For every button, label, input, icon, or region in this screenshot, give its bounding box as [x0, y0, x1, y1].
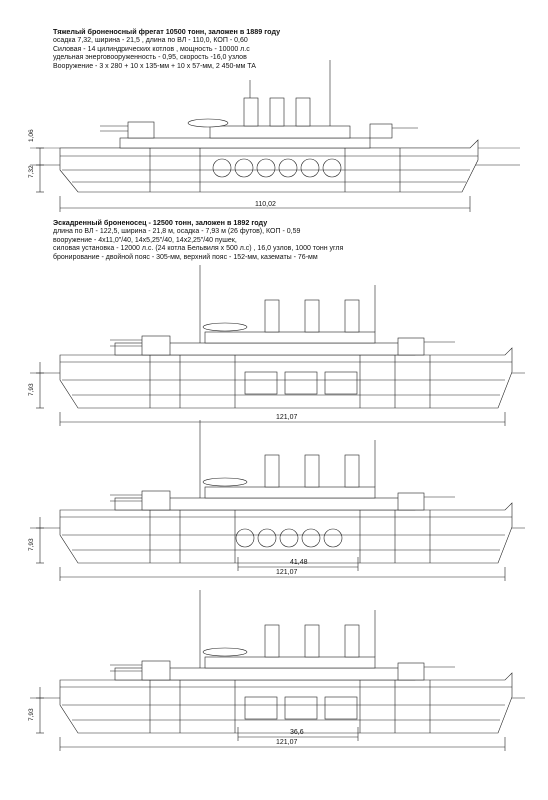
boiler [284, 696, 318, 720]
boat [202, 477, 248, 487]
ship2-spec-line: длина по ВЛ - 122,5, ширина - 21,8 м, ос… [53, 228, 301, 235]
boiler [244, 696, 278, 720]
ship2-title: Эскадренный броненосец - 12500 тонн, зал… [53, 218, 268, 227]
funnel [304, 454, 320, 488]
variant-drawing: 121,07 7,93 36,6 [28, 590, 525, 751]
ship2-spec-line: силовая установка - 12000 л.с. (24 котла… [53, 245, 344, 252]
boiler [244, 371, 278, 395]
variant-draft-label: 7,93 [28, 708, 35, 721]
ship2-spec-line: бронирование - двойной пояс - 305-мм, ве… [53, 253, 318, 261]
funnel [344, 624, 360, 658]
fore-turret [141, 660, 171, 681]
ship1-length-label: 110,02 [255, 201, 276, 208]
boiler [279, 528, 299, 548]
ship2-spec-line: вооружение - 4x11,0"/40, 14x5,25"/40, 14… [53, 236, 237, 244]
ship1-freeboard-label: 1,06 [28, 129, 35, 142]
fore-turret [141, 335, 171, 356]
ship1-title: Тяжелый броненосный фрегат 10500 тонн, з… [53, 27, 281, 36]
variant-inner-length-label: 41,48 [290, 559, 308, 566]
funnel [264, 624, 280, 658]
boiler [235, 528, 255, 548]
boiler [257, 528, 277, 548]
boat [202, 322, 248, 332]
ship1-spec-line: осадка 7,32, ширина - 21,5 , длина по ВЛ… [53, 37, 248, 44]
funnel [264, 299, 280, 333]
funnel [344, 454, 360, 488]
boiler [323, 528, 343, 548]
variant-inner-length-label: 36,6 [290, 729, 304, 736]
variant-draft-label: 7,93 [28, 383, 35, 396]
variant-drawing: 121,07 7,93 41,48 [28, 420, 525, 581]
variant-length-label: 121,07 [276, 414, 298, 421]
ship1-draft-label: 7,32 [28, 165, 35, 178]
funnel [304, 299, 320, 333]
boiler [324, 696, 358, 720]
funnel [344, 299, 360, 333]
variant-draft-label: 7,93 [28, 538, 35, 551]
aft-turret [397, 492, 425, 511]
variant-length-label: 121,07 [276, 569, 298, 576]
aft-turret [397, 337, 425, 356]
ship1-spec-line: удельная энерговооруженность - 0,95, ско… [53, 54, 247, 61]
boat [202, 647, 248, 657]
ship1-spec-line: Силовая - 14 цилиндрических котлов , мощ… [53, 45, 250, 53]
ship1-boilers [212, 158, 342, 178]
variant-length-label: 121,07 [276, 739, 298, 746]
funnel [304, 624, 320, 658]
aft-turret [397, 662, 425, 681]
fore-turret [141, 490, 171, 511]
boiler [324, 371, 358, 395]
boiler [284, 371, 318, 395]
boiler [301, 528, 321, 548]
variant-drawing: 121,07 7,93 [28, 265, 525, 426]
ship1-spec-line: Вооружение - 3 x 280 + 10 x 135-мм + 10 … [53, 62, 256, 70]
funnel [264, 454, 280, 488]
